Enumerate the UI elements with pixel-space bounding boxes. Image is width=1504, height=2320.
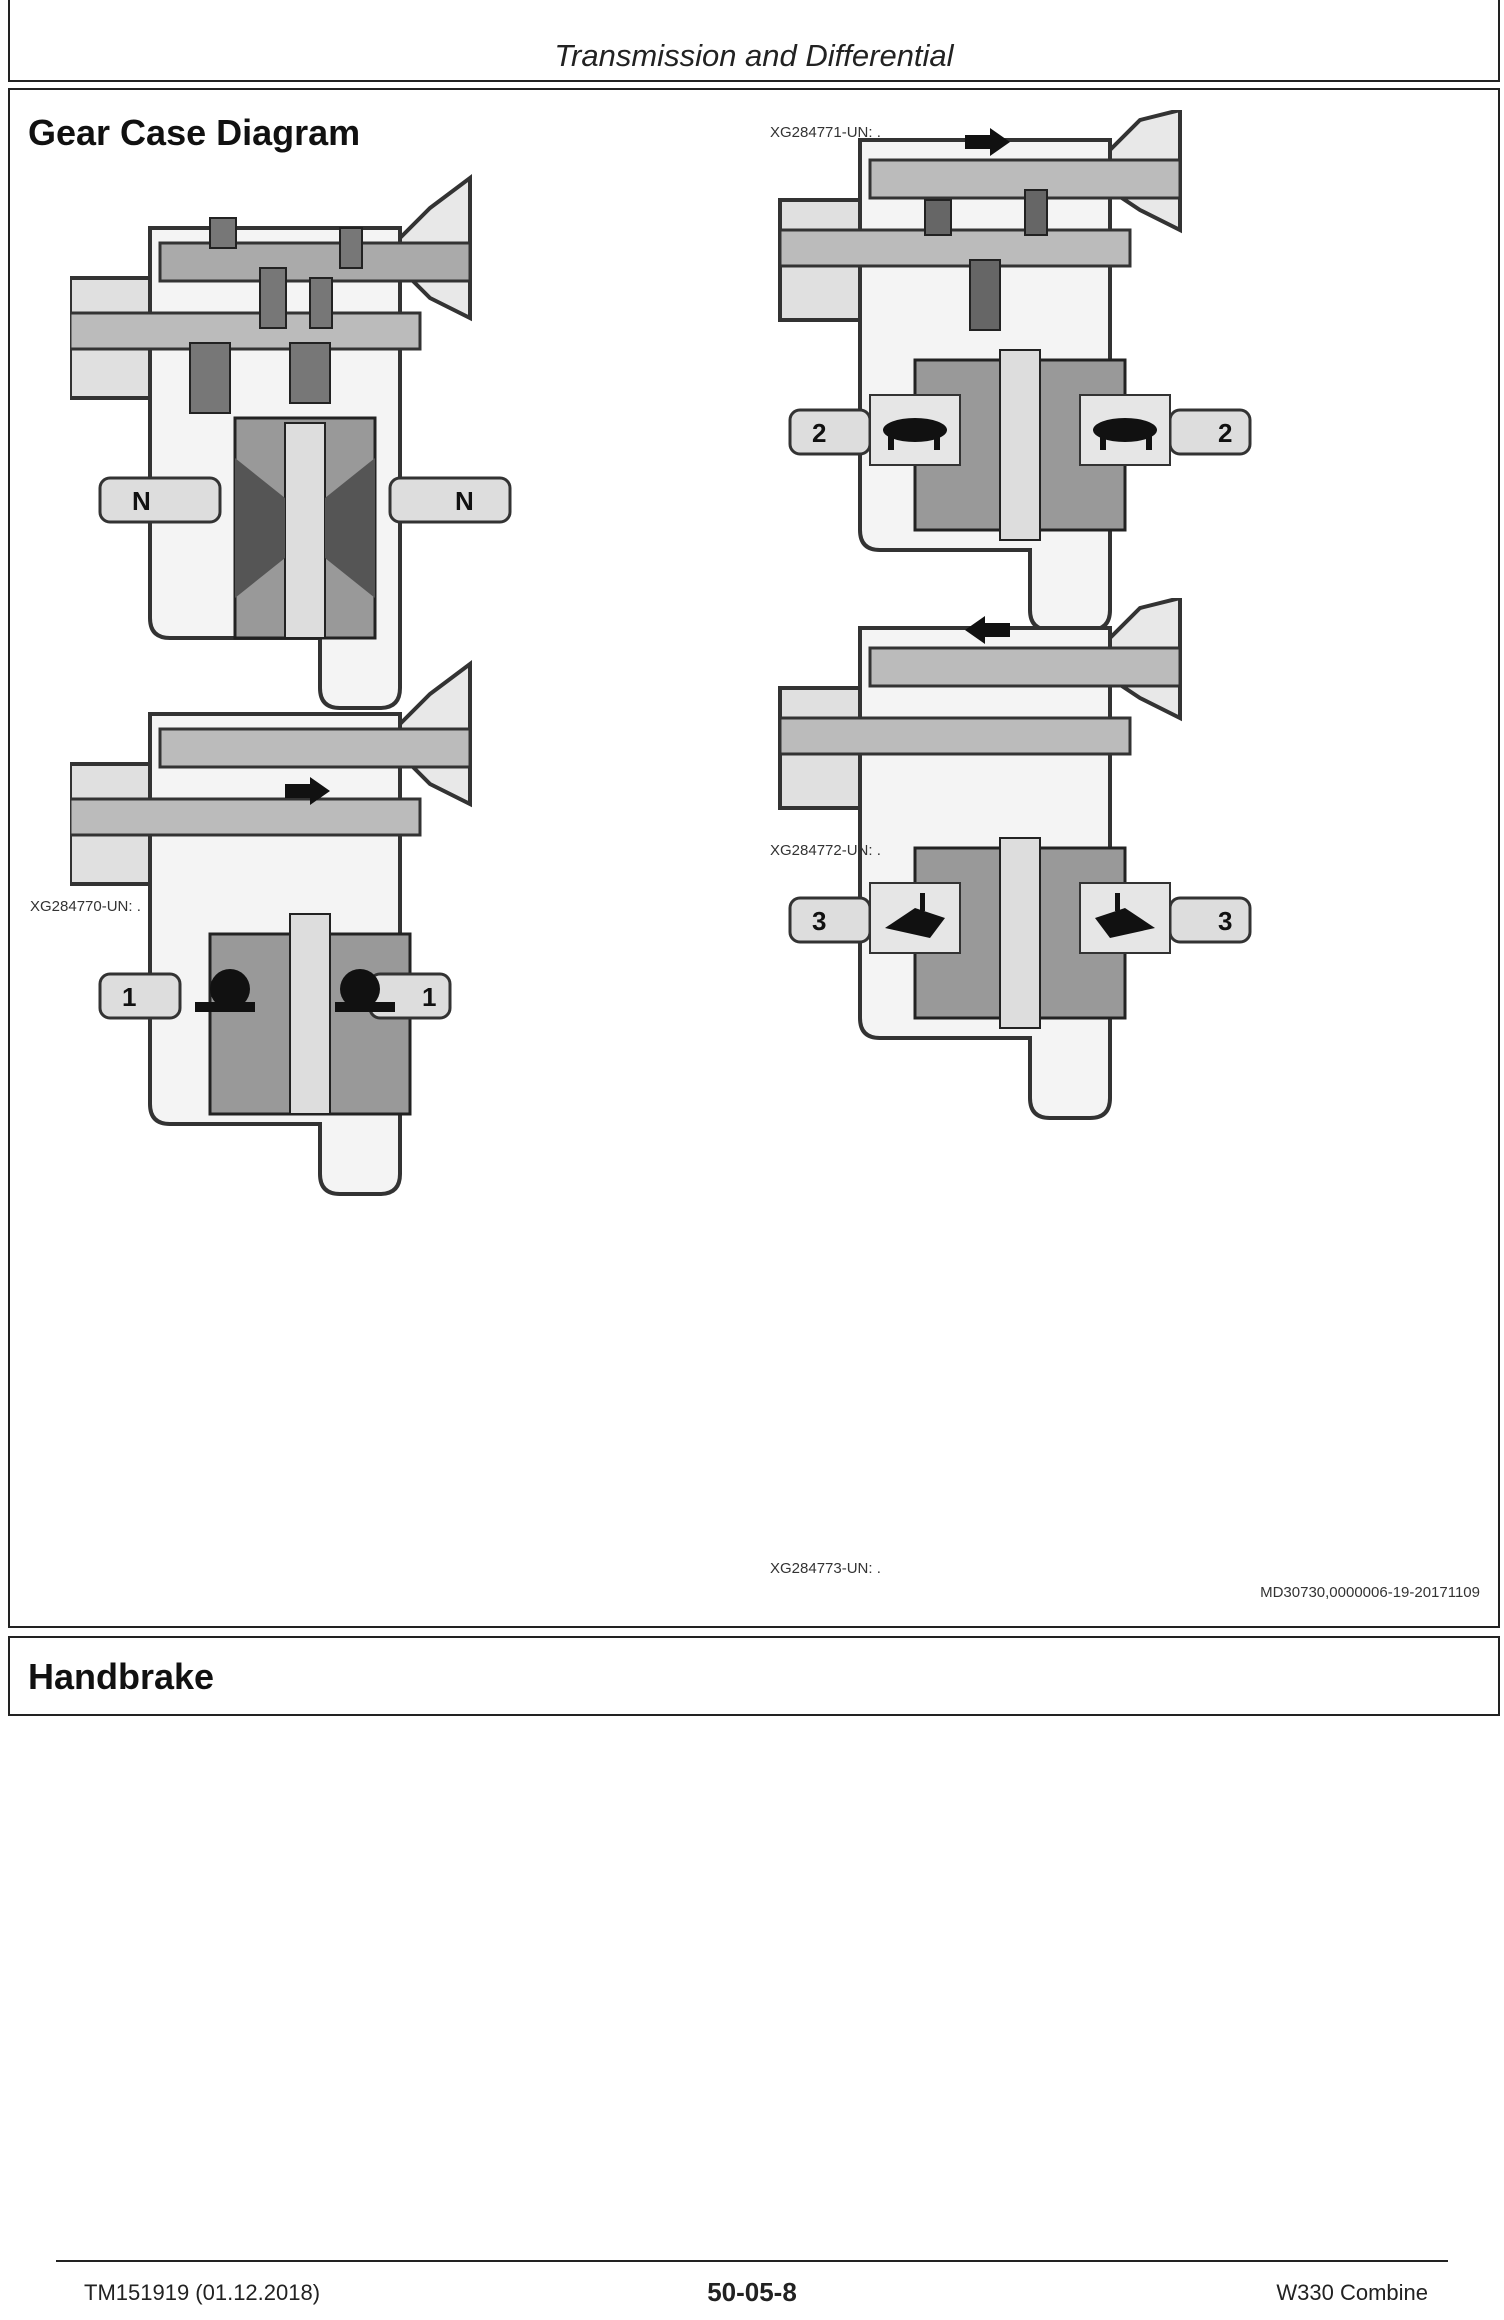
figure-caption-bottom-right: XG284773-UN: . bbox=[770, 1560, 881, 1577]
output-label-right: 3 bbox=[1218, 906, 1232, 936]
tortoise-icon bbox=[883, 418, 1157, 450]
gearbox-diagram-neutral: N N bbox=[70, 174, 512, 710]
output-label-right: 1 bbox=[422, 982, 436, 1012]
handbrake-title: Handbrake bbox=[28, 1656, 215, 1697]
page-header: Transmission and Differential bbox=[8, 0, 1500, 82]
gear-case-section: Gear Case Diagram N N bbox=[8, 88, 1500, 1628]
footer-doc-id: TM151919 (01.12.2018) bbox=[84, 2280, 321, 2305]
gear-case-figure-neutral: N N bbox=[70, 148, 630, 838]
gear-case-title: Gear Case Diagram bbox=[28, 112, 361, 153]
handbrake-section: Handbrake bbox=[8, 1636, 1500, 1716]
output-label-right: 2 bbox=[1218, 418, 1232, 448]
output-label-left: 1 bbox=[122, 982, 136, 1012]
gearbox-diagram-gear1: 1 1 bbox=[70, 660, 472, 1196]
figure-caption-bottom-left: XG284770-UN: . bbox=[30, 898, 141, 915]
gear-case-figure-gear1: 1 1 bbox=[70, 634, 630, 1324]
figure-caption-mid-right: XG284772-UN: . bbox=[770, 842, 881, 859]
gear-case-figure-gear2: 2 2 bbox=[770, 110, 1330, 800]
gear-case-figure-gear3: 3 3 bbox=[770, 598, 1330, 1288]
header-title: Transmission and Differential bbox=[554, 38, 954, 73]
reference-code: MD30730,0000006-19-20171109 bbox=[1260, 1584, 1480, 1601]
shift-arrow-right-icon bbox=[965, 128, 1010, 156]
output-label-left: 2 bbox=[812, 418, 826, 448]
shift-arrow-left-icon bbox=[965, 616, 1010, 644]
snail-icon bbox=[195, 969, 395, 1012]
output-label-left: N bbox=[132, 486, 151, 516]
rabbit-icon bbox=[885, 893, 1155, 938]
output-label-left: 3 bbox=[812, 906, 826, 936]
shift-arrow-right-icon bbox=[285, 777, 330, 805]
gearbox-diagram-gear3: 3 3 bbox=[778, 598, 1252, 1120]
output-label-right: N bbox=[455, 486, 474, 516]
footer-model: W330 Combine bbox=[1276, 2280, 1428, 2305]
gearbox-diagram-gear2: 2 2 bbox=[778, 110, 1252, 632]
figure-caption-top-right: XG284771-UN: . bbox=[770, 124, 881, 141]
footer-page-number: 50-05-8 bbox=[707, 2277, 797, 2307]
footer-divider bbox=[56, 2260, 1448, 2262]
